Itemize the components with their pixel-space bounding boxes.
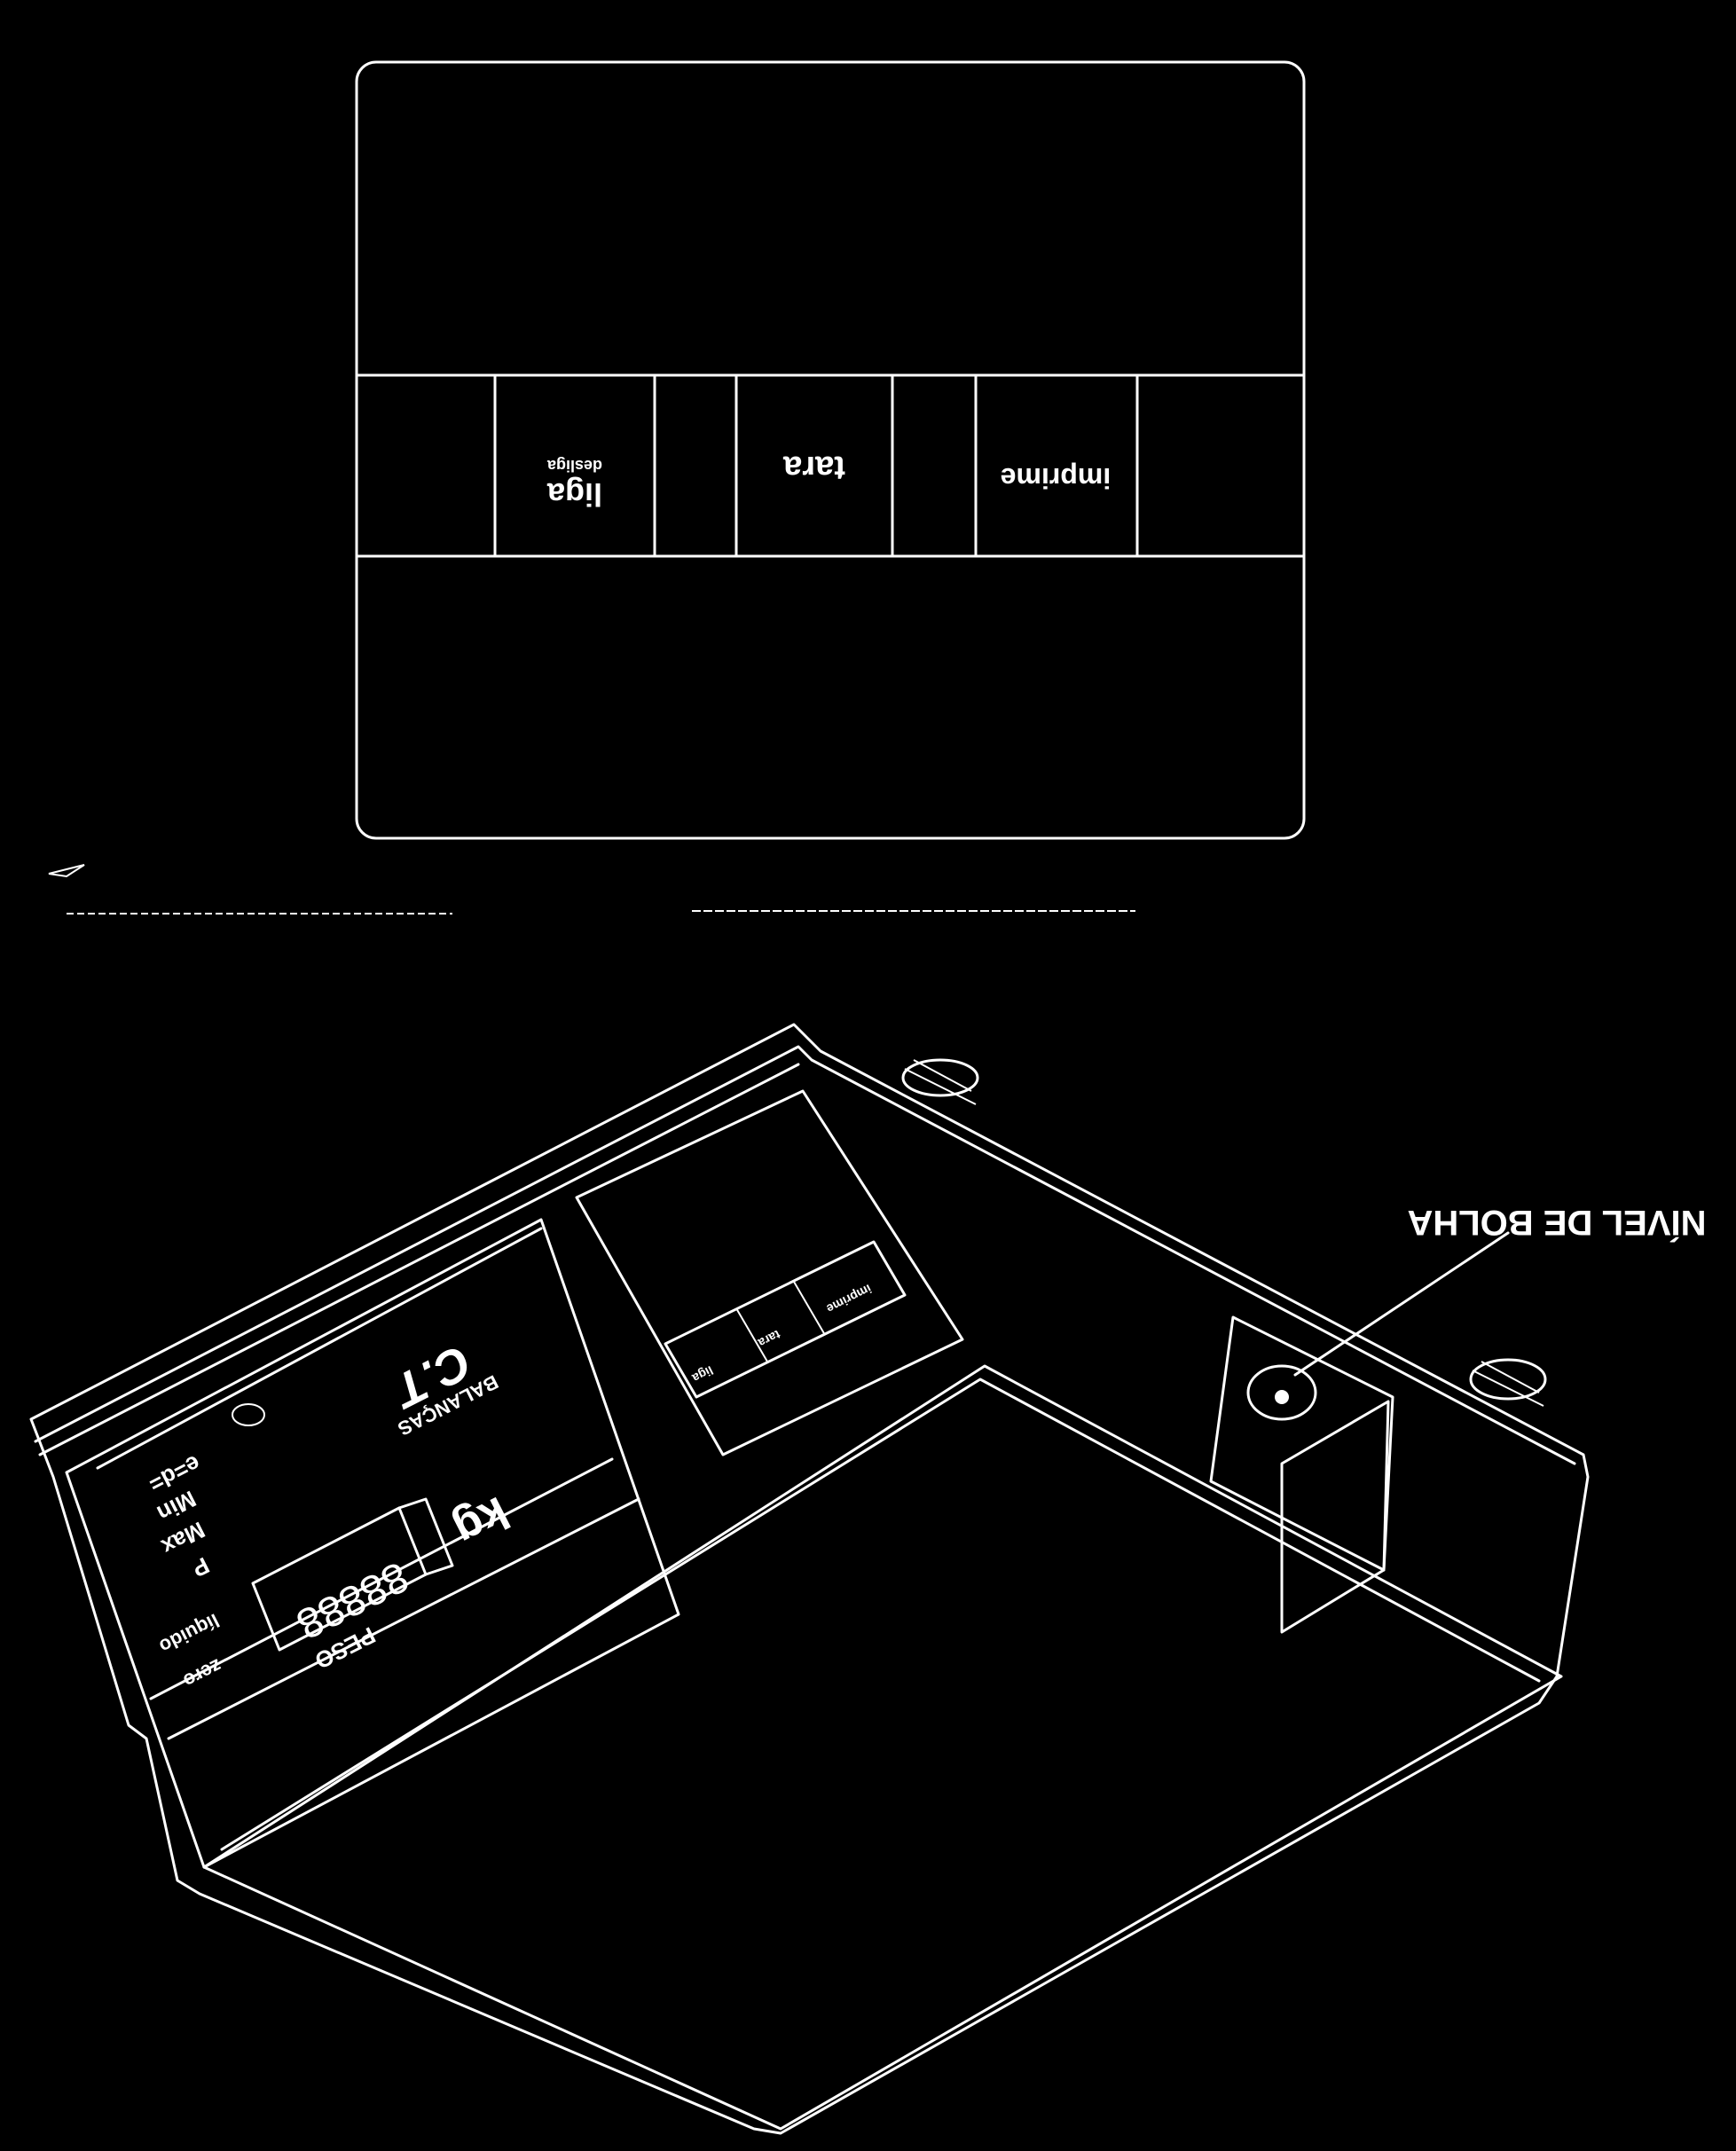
scale-drawing: 88888 kg PESO zero líquido C.T BALANÇAS … (29, 1023, 1590, 2135)
indicator-zero: zero (180, 1654, 226, 1692)
scan-mark (48, 864, 85, 878)
unit-window (397, 1497, 454, 1576)
key-liga[interactable]: liga desliga (546, 457, 602, 513)
inmetro-badge-icon (232, 1403, 265, 1426)
key-imprime[interactable]: imprime (1001, 462, 1111, 494)
leveling-foot-left (901, 1058, 979, 1105)
level-block-side (1280, 1400, 1390, 1634)
leveling-foot-icon (901, 1058, 979, 1097)
display-face-edge (96, 1227, 543, 1470)
display-unit-label: kg (446, 1487, 517, 1557)
callout-nivel-de-bolha: NÍVEL DE BOLHA (1407, 1203, 1706, 1243)
key-liga-label: liga (546, 476, 602, 513)
keypad-panel: liga desliga tara imprime (355, 60, 1306, 840)
spec-e-d: e=d= (145, 1450, 205, 1498)
scale-key-liga-label: liga (690, 1363, 716, 1386)
scale-rim-line (38, 1063, 800, 1456)
key-liga-sublabel: desliga (546, 457, 602, 475)
scan-artifacts (48, 864, 1135, 915)
key-imprime-label: imprime (1001, 462, 1111, 494)
display-unit: kg (446, 1487, 517, 1557)
spec-p-label: P (188, 1552, 214, 1583)
weighing-platform (202, 1364, 1563, 2131)
display-bezel-line (149, 1457, 614, 1700)
scale-rim-line (34, 1045, 1576, 1465)
leveling-foot-right (1469, 1358, 1547, 1407)
spec-p: P (188, 1552, 214, 1583)
indicator-liquido-label: líquido (156, 1609, 224, 1658)
callout-nivel-de-bolha-label: NÍVEL DE BOLHA (1407, 1203, 1706, 1243)
spec-e-d-label: e=d= (145, 1450, 205, 1498)
brand-logo: C.T BALANÇAS (383, 1335, 502, 1441)
indicator-liquido: líquido (156, 1609, 224, 1658)
scale-key-imprime-label: imprime (824, 1282, 874, 1316)
bubble-level-icon (1246, 1364, 1317, 1421)
platform-rim (220, 1378, 1541, 1851)
scale-keypad-divider (793, 1281, 826, 1336)
scale-key-liga[interactable]: liga (690, 1363, 716, 1386)
level-block (1209, 1315, 1394, 1572)
display-bezel-line (167, 1497, 640, 1740)
scale-keypad-strip (664, 1240, 907, 1399)
leveling-foot-icon (1469, 1358, 1547, 1401)
leveling-foot-ridges (1472, 1361, 1544, 1407)
bubble-level-dot (1275, 1390, 1289, 1404)
keypad-panel-outline (355, 60, 1306, 840)
key-tara[interactable]: tara (782, 449, 845, 486)
key-tara-label: tara (782, 449, 845, 486)
scale-keypad-divider (735, 1307, 768, 1362)
display-face (65, 1218, 680, 1869)
scale-keypad-frame (575, 1089, 964, 1456)
bubble-level-leader-line (1293, 1231, 1510, 1377)
indicator-zero-label: zero (180, 1654, 226, 1692)
leveling-foot-ridges (904, 1059, 977, 1105)
scale-key-imprime[interactable]: imprime (824, 1282, 874, 1316)
scale-housing-outline (29, 1023, 1590, 2135)
